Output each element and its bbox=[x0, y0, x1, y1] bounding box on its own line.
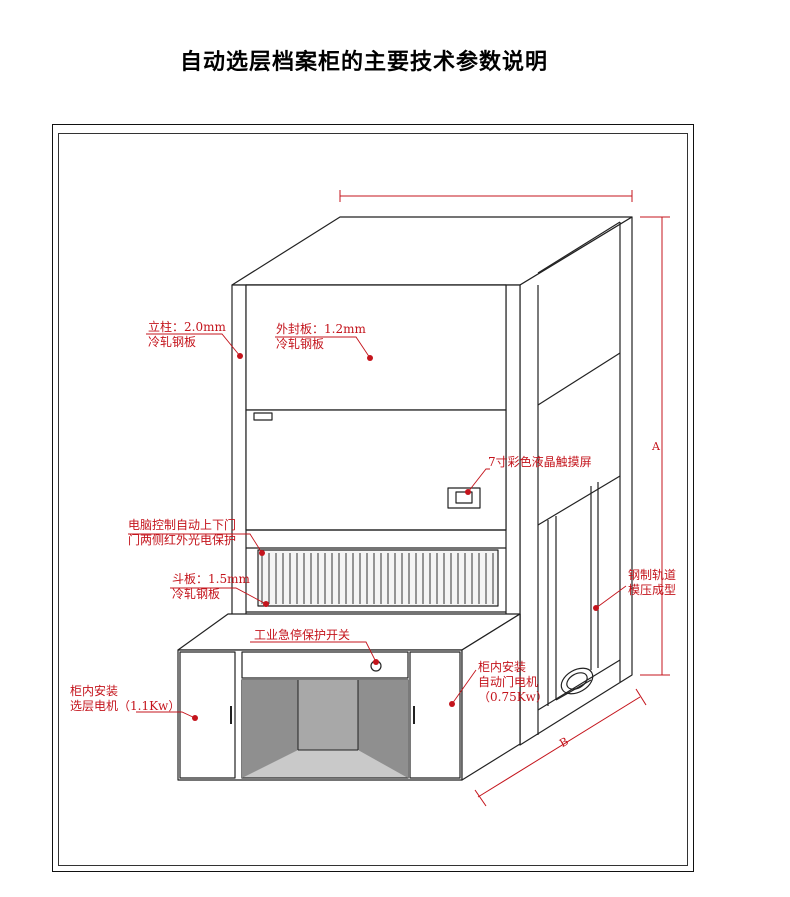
storage-bin bbox=[257, 549, 499, 607]
panel-slot bbox=[253, 412, 273, 421]
label-door-motor-line3: （0.75Kw） bbox=[478, 690, 548, 704]
dimension-depth-line bbox=[477, 696, 641, 798]
label-door-control-line2: 门两侧红外光电保护 bbox=[128, 533, 237, 547]
annotation-dot bbox=[259, 550, 265, 556]
control-panel bbox=[245, 409, 507, 531]
label-column-line1: 立柱：2.0mm bbox=[148, 320, 226, 334]
label-door-motor: 柜内安装 自动门电机 （0.75Kw） bbox=[478, 660, 548, 705]
label-door-control: 电脑控制自动上下门 门两侧红外光电保护 bbox=[128, 518, 236, 548]
label-lift-motor-line1: 柜内安装 bbox=[70, 684, 119, 698]
annotation-dot bbox=[449, 701, 455, 707]
rail-channel bbox=[537, 482, 621, 711]
annotation-dot bbox=[263, 601, 269, 607]
label-door-control-line1: 电脑控制自动上下门 bbox=[128, 518, 237, 532]
drawing-frame bbox=[52, 124, 694, 872]
annotation-dot bbox=[373, 659, 379, 665]
label-outer-panel-line1: 外封板：1.2mm bbox=[276, 322, 366, 336]
emergency-stop-bar bbox=[241, 651, 409, 679]
page-title: 自动选层档案柜的主要技术参数说明 bbox=[179, 50, 548, 75]
upper-panel bbox=[245, 284, 507, 411]
label-door-motor-line1: 柜内安装 bbox=[478, 660, 527, 674]
annotation-dot bbox=[593, 605, 599, 611]
label-emergency-stop: 工业急停保护开关 bbox=[254, 628, 350, 643]
annotation-dot bbox=[465, 489, 471, 495]
label-outer-panel: 外封板：1.2mm 冷轧钢板 bbox=[276, 322, 366, 352]
bin-slats bbox=[261, 553, 494, 604]
front-right-column bbox=[505, 284, 521, 621]
label-lift-motor: 柜内安装 选层电机（1.1Kw） bbox=[70, 684, 180, 714]
label-emergency-stop-line1: 工业急停保护开关 bbox=[254, 628, 351, 642]
label-touchscreen-line1: 7寸彩色液晶触摸屏 bbox=[488, 455, 592, 469]
label-rail-line1: 钢制轨道 bbox=[628, 568, 677, 582]
label-column: 立柱：2.0mm 冷轧钢板 bbox=[148, 320, 226, 350]
label-bin: 斗板：1.5mm 冷轧钢板 bbox=[172, 572, 250, 602]
desk-opening bbox=[241, 679, 409, 779]
label-column-line2: 冷轧钢板 bbox=[148, 335, 197, 349]
label-rail-line2: 模压成型 bbox=[628, 583, 677, 597]
annotation-dot bbox=[367, 355, 373, 361]
label-lift-motor-line2: 选层电机（1.1Kw） bbox=[70, 699, 181, 713]
label-outer-panel-line2: 冷轧钢板 bbox=[276, 337, 325, 351]
drawing-frame-inner bbox=[58, 133, 688, 866]
label-touchscreen: 7寸彩色液晶触摸屏 bbox=[488, 455, 592, 470]
rail-pulley bbox=[560, 667, 594, 695]
annotation-dot bbox=[192, 715, 198, 721]
dimension-height-label: A bbox=[652, 440, 660, 453]
right-cabinet-door bbox=[409, 651, 461, 779]
label-door-motor-line2: 自动门电机 bbox=[478, 675, 539, 689]
label-rail: 钢制轨道 模压成型 bbox=[628, 568, 676, 598]
label-bin-line1: 斗板：1.5mm bbox=[172, 572, 250, 586]
annotation-dot bbox=[237, 353, 243, 359]
label-bin-line2: 冷轧钢板 bbox=[172, 587, 221, 601]
